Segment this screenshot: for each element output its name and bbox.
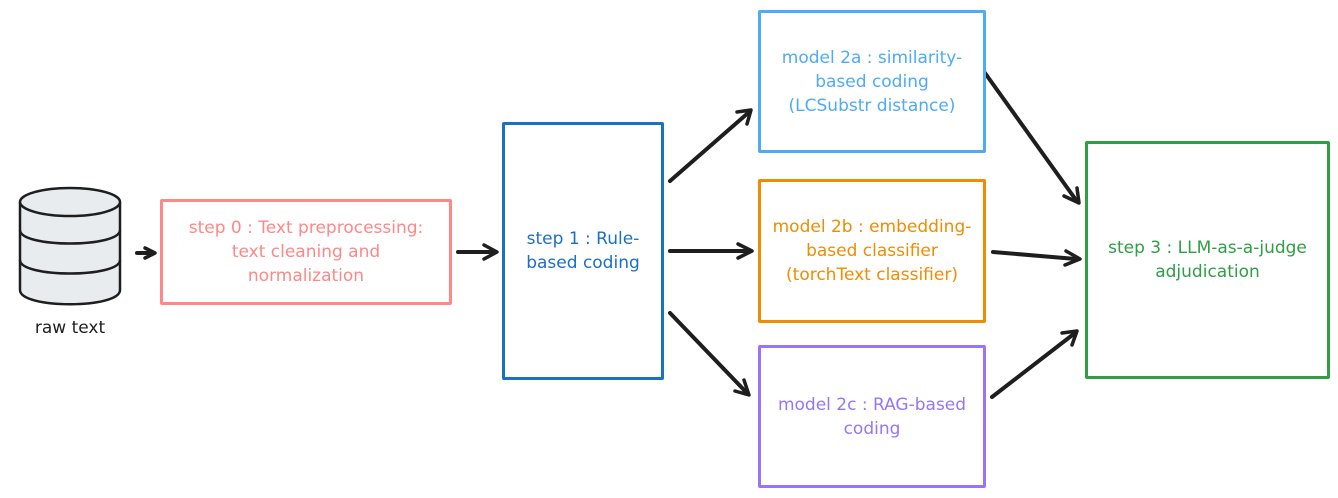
arrow-2a-to-step3 [983, 71, 1078, 202]
model2a-box[interactable]: model 2a : similarity- based coding (LCS… [758, 10, 986, 153]
step1-box[interactable]: step 1 : Rule- based coding [502, 122, 664, 380]
database-icon [18, 186, 122, 306]
arrow-step1-to-2a-head [735, 108, 753, 126]
arrow-2a-to-step3-head [1062, 186, 1081, 205]
model2c-label: model 2c : RAG-based coding [777, 394, 967, 439]
arrow-raw-to-step0-head [143, 246, 157, 260]
arrow-step1-to-2c [668, 311, 748, 394]
source-label: raw text [34, 318, 106, 338]
arrow-step0-to-step1-head [482, 243, 499, 261]
arrow-step1-to-2c-head [733, 378, 751, 397]
step1-label: step 1 : Rule- based coding [526, 229, 640, 273]
model2c-box[interactable]: model 2c : RAG-based coding [758, 345, 986, 488]
arrow-2b-to-step3-head [1063, 249, 1082, 267]
step0-box[interactable]: step 0 : Text preprocessing: text cleani… [160, 199, 452, 305]
arrow-2b-to-step3 [991, 250, 1078, 261]
arrow-2c-to-step3 [990, 331, 1077, 399]
arrow-2c-to-step3-head [1060, 329, 1079, 347]
model2b-label: model 2b : embedding- based classifier (… [772, 217, 972, 285]
step0-label: step 0 : Text preprocessing: text cleani… [188, 218, 424, 286]
step3-label: step 3 : LLM-as-a-judge adjudication [1108, 238, 1307, 282]
arrow-step1-to-2a [668, 111, 750, 183]
step3-box[interactable]: step 3 : LLM-as-a-judge adjudication [1085, 141, 1330, 379]
arrow-step1-to-2b-head [736, 242, 754, 260]
model2b-box[interactable]: model 2b : embedding- based classifier (… [758, 179, 986, 323]
model2a-label: model 2a : similarity- based coding (LCS… [781, 47, 963, 116]
